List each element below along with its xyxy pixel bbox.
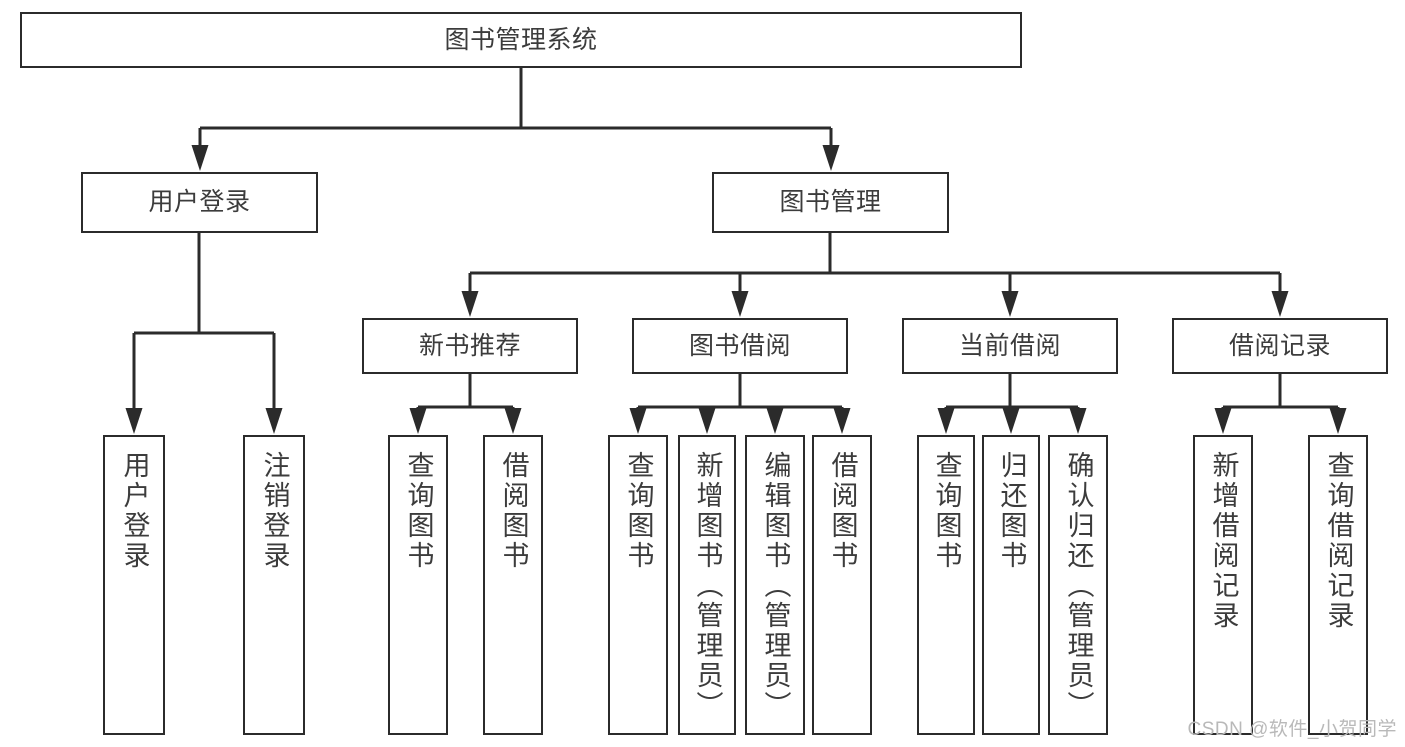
node-leaf-edit-book[interactable]: 编辑图书（管理员） [745, 435, 805, 735]
arrow-to-user-login-head [191, 145, 209, 171]
node-user-login-label: 用户登录 [148, 188, 251, 216]
arrow-to-borrow-record-head [1271, 291, 1289, 317]
node-new-book-rec[interactable]: 新书推荐 [362, 318, 578, 374]
node-leaf-add-record[interactable]: 新增借阅记录 [1193, 435, 1253, 735]
node-current-borrow[interactable]: 当前借阅 [902, 318, 1118, 374]
node-leaf-add-book[interactable]: 新增图书（管理员） [678, 435, 736, 735]
node-new-book-rec-label: 新书推荐 [418, 331, 521, 360]
arrow-to-leaf-edit-book-head [766, 408, 784, 434]
node-borrow-record-label: 借阅记录 [1228, 331, 1331, 360]
node-root-label: 图书管理系统 [444, 25, 598, 54]
arrow-to-leaf-borrow-book-1-head [504, 408, 522, 434]
node-leaf-query-book-3[interactable]: 查询图书 [917, 435, 975, 735]
node-leaf-logout-label: 注销登录 [259, 451, 290, 571]
arrow-to-leaf-query-book-3-head [937, 408, 955, 434]
node-leaf-borrow-book-1-label: 借阅图书 [498, 451, 529, 571]
node-leaf-confirm-return[interactable]: 确认归还（管理员） [1048, 435, 1108, 735]
node-leaf-logout[interactable]: 注销登录 [243, 435, 305, 735]
node-leaf-return-book-label: 归还图书 [996, 451, 1027, 571]
node-leaf-user-login[interactable]: 用户登录 [103, 435, 165, 735]
arrow-to-leaf-user-login-head [125, 408, 143, 434]
node-leaf-query-record[interactable]: 查询借阅记录 [1308, 435, 1368, 735]
node-leaf-query-book-3-label: 查询图书 [931, 451, 962, 571]
node-book-borrow-label: 图书借阅 [688, 331, 791, 360]
node-leaf-confirm-return-label: 确认归还（管理员） [1063, 451, 1094, 721]
arrow-to-leaf-query-book-1-head [409, 408, 427, 434]
arrow-to-leaf-logout-head [265, 408, 283, 434]
node-leaf-add-record-label: 新增借阅记录 [1208, 451, 1239, 631]
node-book-manage[interactable]: 图书管理 [712, 172, 949, 233]
node-book-borrow[interactable]: 图书借阅 [632, 318, 848, 374]
arrow-to-leaf-borrow-book-2-head [833, 408, 851, 434]
arrow-to-leaf-add-book-head [698, 408, 716, 434]
arrow-to-leaf-query-record-head [1329, 408, 1347, 434]
node-leaf-borrow-book-2-label: 借阅图书 [827, 451, 858, 571]
node-leaf-query-book-2[interactable]: 查询图书 [608, 435, 668, 735]
node-leaf-add-book-label: 新增图书（管理员） [692, 451, 723, 721]
node-user-login[interactable]: 用户登录 [81, 172, 318, 233]
node-leaf-query-book-1-label: 查询图书 [403, 451, 434, 571]
arrow-to-leaf-confirm-return-head [1069, 408, 1087, 434]
node-root[interactable]: 图书管理系统 [20, 12, 1022, 68]
arrow-to-leaf-add-record-head [1214, 408, 1232, 434]
arrow-to-book-manage-head [822, 145, 840, 171]
arrow-to-book-borrow-head [731, 291, 749, 317]
arrow-to-leaf-query-book-2-head [629, 408, 647, 434]
node-leaf-query-book-2-label: 查询图书 [623, 451, 654, 571]
arrow-to-current-borrow-head [1001, 291, 1019, 317]
node-leaf-user-login-label: 用户登录 [119, 451, 150, 571]
node-book-manage-label: 图书管理 [779, 188, 882, 216]
node-leaf-query-record-label: 查询借阅记录 [1323, 451, 1354, 631]
node-leaf-edit-book-label: 编辑图书（管理员） [760, 451, 791, 721]
arrow-to-leaf-return-book-head [1002, 408, 1020, 434]
node-borrow-record[interactable]: 借阅记录 [1172, 318, 1388, 374]
node-leaf-query-book-1[interactable]: 查询图书 [388, 435, 448, 735]
node-current-borrow-label: 当前借阅 [958, 331, 1061, 360]
node-leaf-borrow-book-2[interactable]: 借阅图书 [812, 435, 872, 735]
node-leaf-return-book[interactable]: 归还图书 [982, 435, 1040, 735]
arrow-to-new-book-rec-head [461, 291, 479, 317]
node-leaf-borrow-book-1[interactable]: 借阅图书 [483, 435, 543, 735]
